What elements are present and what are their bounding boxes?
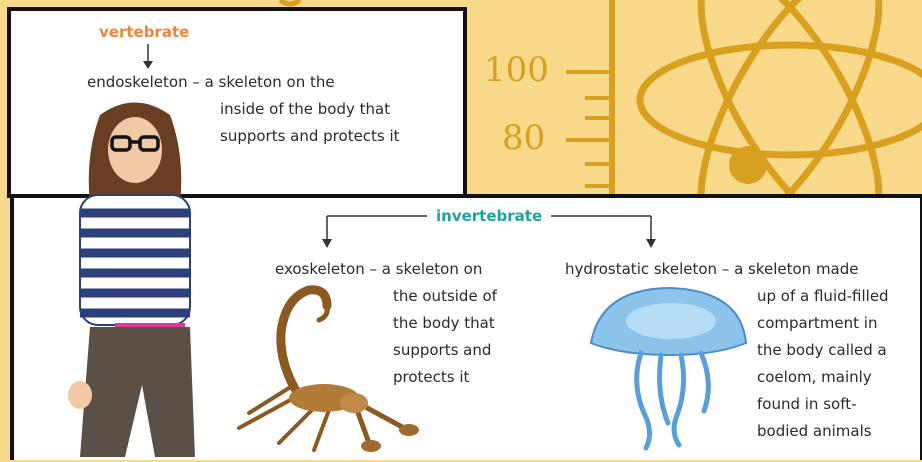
scale-label-80: 80 xyxy=(502,118,545,158)
hydrostatic-definition-line: compartment in xyxy=(757,310,877,337)
student-illustration xyxy=(60,95,210,457)
invertebrate-heading: invertebrate xyxy=(436,207,542,225)
hydrostatic-definition-line: bodied animals xyxy=(757,418,872,445)
jellyfish-illustration xyxy=(576,283,756,453)
arrow-down-icon xyxy=(142,44,154,70)
scale-label-100: 100 xyxy=(484,50,549,90)
hydrostatic-term: hydrostatic skeleton – a skeleton made xyxy=(565,256,859,283)
hydrostatic-definition-line: coelom, mainly xyxy=(757,364,872,391)
scorpion-illustration xyxy=(219,278,419,458)
hydrostatic-definition-line: the body called a xyxy=(757,337,887,364)
endoskeleton-definition-line: inside of the body that xyxy=(220,96,390,123)
vertebrate-heading: vertebrate xyxy=(99,23,189,41)
endoskeleton-term: endoskeleton – a skeleton on the xyxy=(87,69,335,96)
endoskeleton-definition-line: supports and protects it xyxy=(220,123,400,150)
hydrostatic-definition-line: up of a fluid-filled xyxy=(757,283,889,310)
hydrostatic-definition-line: found in soft- xyxy=(757,391,857,418)
